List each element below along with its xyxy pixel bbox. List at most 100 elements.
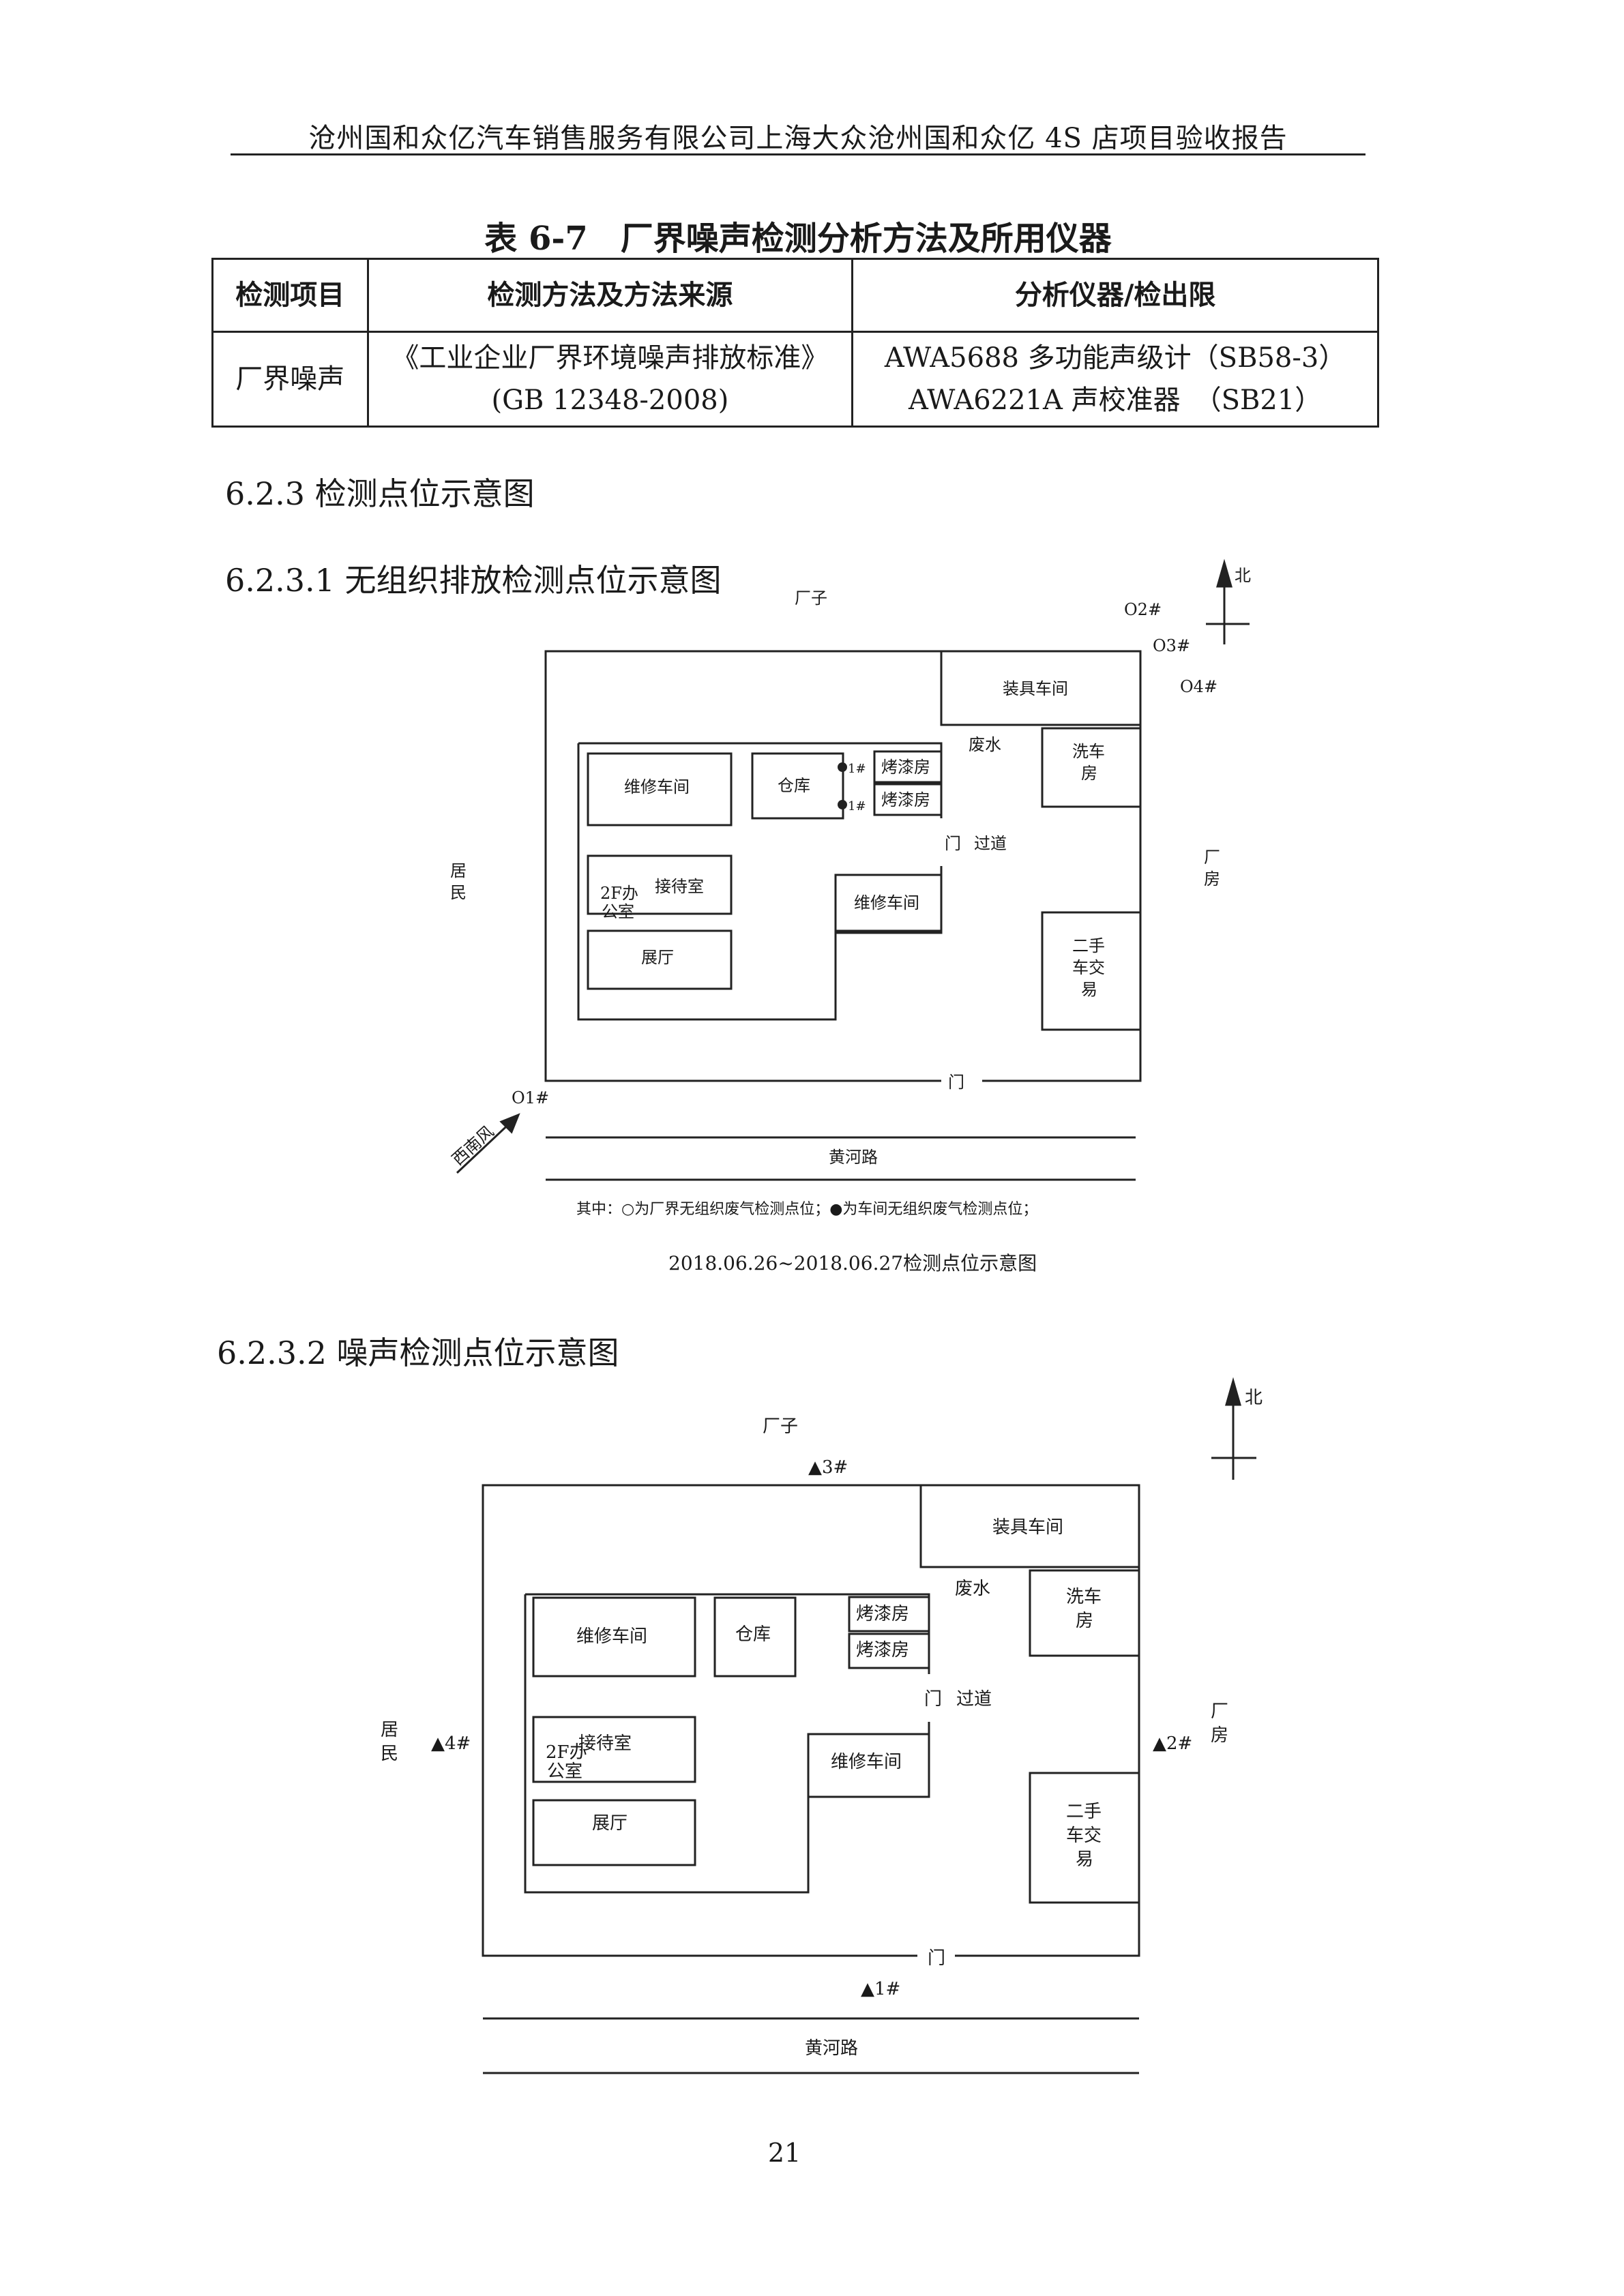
north-arrow-head bbox=[1216, 558, 1232, 588]
room-carwash-2 bbox=[1029, 1569, 1140, 1657]
label-assembly: 装具车间 bbox=[1003, 679, 1068, 698]
instrument-line-2: AWA6221A 声校准器 （SB21） bbox=[908, 385, 1323, 416]
label-carwash-2: 房 bbox=[1081, 764, 1097, 783]
header-divider bbox=[231, 153, 1365, 155]
room-used-car bbox=[1041, 911, 1142, 1031]
label-paint-2: 烤漆房 bbox=[881, 790, 930, 809]
label-paint-b1: 烤漆房 bbox=[856, 1604, 909, 1624]
north-label-2: 北 bbox=[1245, 1388, 1263, 1408]
north-arrow-head-2 bbox=[1225, 1377, 1241, 1406]
label-assembly-2: 装具车间 bbox=[992, 1517, 1063, 1538]
room-paint-2 bbox=[873, 783, 943, 816]
method-table: 检测项目 检测方法及方法来源 分析仪器/检出限 厂界噪声 《工业企业厂界环境噪声… bbox=[211, 258, 1379, 428]
left-neighbor-1: 居 bbox=[450, 861, 467, 880]
page-number: 21 bbox=[767, 2138, 801, 2168]
north-label: 北 bbox=[1235, 566, 1251, 585]
label-office-b: 公室 bbox=[602, 902, 634, 921]
workshop-point-label-1: 1# bbox=[848, 762, 866, 776]
room-assembly-2 bbox=[919, 1484, 1140, 1568]
method-line-2: (GB 12348-2008) bbox=[491, 385, 729, 416]
label-used-car-2c: 易 bbox=[1076, 1849, 1093, 1870]
label-paint-1: 烤漆房 bbox=[881, 758, 930, 777]
label-wastewater-2: 废水 bbox=[955, 1579, 990, 1599]
label-used-car-1: 二手 bbox=[1072, 936, 1105, 955]
building-outline bbox=[577, 743, 941, 1021]
label-paint-b2: 烤漆房 bbox=[856, 1640, 909, 1660]
road-label-2: 黄河路 bbox=[805, 2038, 858, 2059]
section-623: 6.2.3 检测点位示意图 bbox=[225, 475, 535, 512]
room-used-car-2 bbox=[1029, 1772, 1140, 1904]
workshop-point-dot-1 bbox=[838, 762, 847, 772]
label-reception-2: 接待室 bbox=[578, 1733, 632, 1754]
room-reception bbox=[587, 854, 733, 915]
point-o3: O3# bbox=[1153, 636, 1190, 655]
section-6231: 6.2.3.1 无组织排放检测点位示意图 bbox=[225, 562, 722, 599]
right-neighbor-1: 厂 bbox=[1204, 848, 1220, 867]
top-neighbor: 厂子 bbox=[795, 588, 827, 608]
label-showroom: 展厅 bbox=[641, 948, 674, 967]
room-paint-b1 bbox=[848, 1596, 930, 1632]
room-reception-2 bbox=[532, 1716, 696, 1783]
room-warehouse bbox=[751, 752, 844, 820]
point-n2: ▲2# bbox=[1153, 1733, 1192, 1754]
label-office-2b: 公室 bbox=[547, 1761, 582, 1782]
right-neighbor-2: 房 bbox=[1204, 869, 1220, 889]
diagram1-legend: 其中：○为厂界无组织废气检测点位；●为车间无组织废气检测点位； bbox=[576, 1201, 1037, 1218]
road-label: 黄河路 bbox=[829, 1148, 878, 1167]
wind-arrow-head bbox=[499, 1113, 520, 1134]
label-gate: 门 bbox=[948, 1073, 964, 1092]
label-repair-b2: 维修车间 bbox=[831, 1752, 902, 1772]
left-neighbor-2: 民 bbox=[450, 883, 467, 902]
room-repair-2 bbox=[834, 874, 943, 934]
label-used-car-2b: 车交 bbox=[1066, 1825, 1102, 1846]
site-boundary-2 bbox=[482, 1484, 1140, 1957]
room-warehouse-2 bbox=[713, 1596, 797, 1678]
right-neighbor-2b: 房 bbox=[1211, 1725, 1228, 1746]
left-neighbor-2b: 民 bbox=[381, 1744, 398, 1764]
room-carwash bbox=[1041, 727, 1142, 808]
room-showroom-2 bbox=[532, 1799, 696, 1866]
point-n3: ▲3# bbox=[808, 1457, 848, 1478]
label-used-car-3: 易 bbox=[1081, 980, 1097, 999]
top-neighbor-2: 厂子 bbox=[763, 1416, 798, 1437]
site-boundary bbox=[544, 650, 1142, 1082]
room-paint-b2 bbox=[848, 1632, 930, 1669]
label-used-car-2: 车交 bbox=[1072, 958, 1105, 977]
point-n4: ▲4# bbox=[431, 1733, 471, 1754]
section-6232: 6.2.3.2 噪声检测点位示意图 bbox=[217, 1335, 619, 1371]
label-wastewater: 废水 bbox=[969, 735, 1001, 754]
label-door-inner-2: 门 bbox=[924, 1689, 942, 1710]
cell-item: 厂界噪声 bbox=[211, 331, 369, 428]
label-showroom-2: 展厅 bbox=[592, 1813, 628, 1834]
left-neighbor-2a: 居 bbox=[381, 1720, 398, 1740]
col-header-item: 检测项目 bbox=[211, 258, 369, 333]
label-warehouse: 仓库 bbox=[778, 776, 810, 795]
label-carwash-2a: 洗车 bbox=[1066, 1587, 1102, 1607]
right-neighbor-2a: 厂 bbox=[1211, 1701, 1228, 1722]
diagram1-caption: 2018.06.26~2018.06.27检测点位示意图 bbox=[668, 1252, 1037, 1274]
label-carwash-1: 洗车 bbox=[1072, 742, 1105, 761]
report-header: 沧州国和众亿汽车销售服务有限公司上海大众沧州国和众亿 4S 店项目验收报告 bbox=[308, 123, 1288, 154]
point-o4: O4# bbox=[1180, 677, 1217, 696]
cell-instrument: AWA5688 多功能声级计（SB58-3） AWA6221A 声校准器 （SB… bbox=[851, 331, 1379, 428]
cell-method: 《工业企业厂界环境噪声排放标准》 (GB 12348-2008) bbox=[366, 331, 854, 428]
method-line-1: 《工业企业厂界环境噪声排放标准》 bbox=[392, 342, 829, 374]
col-header-instrument: 分析仪器/检出限 bbox=[851, 258, 1379, 333]
point-n1: ▲1# bbox=[861, 1979, 900, 1999]
label-office-2a: 2F办 bbox=[546, 1742, 587, 1763]
workshop-point-label-2: 1# bbox=[848, 799, 866, 814]
instrument-line-1: AWA5688 多功能声级计（SB58-3） bbox=[884, 342, 1346, 374]
workshop-point-dot-2 bbox=[838, 800, 847, 809]
label-repair-b: 维修车间 bbox=[576, 1626, 647, 1647]
point-o2: O2# bbox=[1124, 600, 1162, 619]
label-carwash-2b: 房 bbox=[1076, 1611, 1093, 1631]
room-repair bbox=[587, 752, 733, 826]
label-warehouse-2: 仓库 bbox=[735, 1624, 771, 1645]
label-gate-2: 门 bbox=[928, 1948, 945, 1969]
label-used-car-2a: 二手 bbox=[1066, 1802, 1102, 1822]
point-o1: O1# bbox=[512, 1088, 549, 1107]
label-corridor-2: 过道 bbox=[956, 1689, 992, 1710]
label-repair: 维修车间 bbox=[624, 777, 690, 796]
label-corridor: 过道 bbox=[974, 834, 1007, 853]
